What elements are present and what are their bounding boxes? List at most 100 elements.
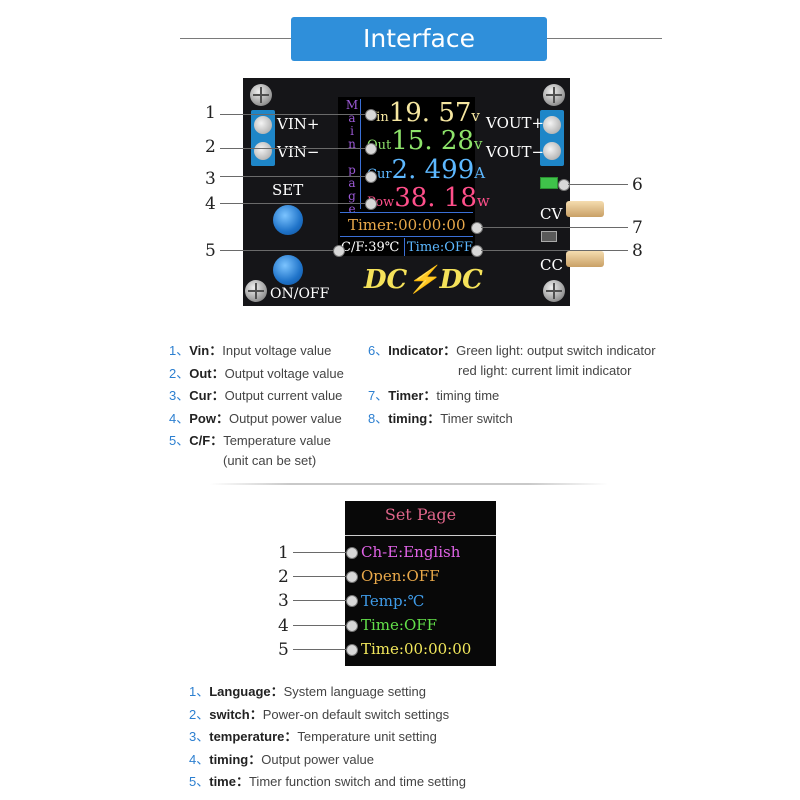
- set-label: SET: [272, 181, 304, 199]
- callout-number: 1: [278, 543, 289, 563]
- section-divider: [210, 483, 608, 485]
- callout-dot: [346, 595, 358, 607]
- desc-text: System language setting: [283, 684, 427, 699]
- callout-dot: [346, 547, 358, 559]
- desc-item: 1、Language：System language setting: [189, 681, 426, 700]
- lcd-vertical-divider: [404, 238, 405, 256]
- vout-plus-label: VOUT+: [486, 114, 545, 132]
- desc-num: 3、: [169, 388, 190, 403]
- cc-potentiometer[interactable]: [566, 251, 604, 267]
- header-rule-left: [180, 38, 292, 39]
- desc-text: red light: current limit indicator: [458, 363, 632, 378]
- desc-num: 1、: [169, 343, 190, 358]
- desc-num: 3、: [189, 729, 210, 744]
- desc-key: C/F：: [189, 433, 224, 448]
- temp-readout: C/F:39℃: [341, 240, 400, 255]
- out-value: 15. 28: [391, 126, 474, 156]
- callout-number: 6: [632, 175, 643, 195]
- callout-number: 5: [278, 640, 289, 660]
- green-led-indicator: [540, 177, 558, 189]
- output-terminal-block: [540, 110, 564, 166]
- vin-value: 19. 57: [388, 98, 472, 128]
- callout-number: 4: [205, 194, 216, 214]
- callout-line: [220, 250, 338, 251]
- vin-unit: v: [471, 107, 480, 125]
- cv-label: CV: [540, 205, 563, 223]
- desc-num: 7、: [368, 388, 389, 403]
- terminal-screw-icon: [254, 116, 272, 134]
- desc-text: Input voltage value: [222, 343, 332, 358]
- desc-key: Cur：: [189, 388, 225, 403]
- desc-num: 1、: [189, 684, 210, 699]
- callout-line: [293, 552, 347, 553]
- desc-key: Indicator：: [388, 343, 457, 358]
- desc-text: timing time: [436, 388, 500, 403]
- callout-number: 2: [205, 137, 216, 157]
- callout-number: 3: [278, 591, 289, 611]
- callout-dot: [471, 245, 483, 257]
- screw-icon: [543, 84, 565, 106]
- terminal-screw-icon: [543, 142, 561, 160]
- desc-num: 6、: [368, 343, 389, 358]
- vin-minus-label: VIN−: [277, 143, 320, 161]
- callout-line: [220, 114, 370, 115]
- desc-item: 5、C/F：Temperature value: [169, 430, 331, 449]
- vout-minus-label: VOUT−: [486, 143, 545, 161]
- desc-text: Output current value: [224, 388, 343, 403]
- pow-unit: w: [476, 192, 490, 210]
- callout-dot: [346, 644, 358, 656]
- callout-number: 8: [632, 241, 643, 261]
- set-row-time-switch: Time:OFF: [361, 616, 438, 634]
- cc-label: CC: [540, 256, 563, 274]
- callout-dot: [471, 222, 483, 234]
- desc-item: (unit can be set): [223, 453, 316, 468]
- desc-key: Pow：: [189, 411, 229, 426]
- callout-number: 4: [278, 616, 289, 636]
- terminal-screw-icon: [543, 116, 561, 134]
- cv-potentiometer[interactable]: [566, 201, 604, 217]
- callout-number: 1: [205, 103, 216, 123]
- desc-num: 2、: [169, 366, 190, 381]
- terminal-screw-icon: [254, 142, 272, 160]
- set-page-rule: [345, 535, 496, 536]
- header-rule-right: [547, 38, 662, 39]
- set-row-language: Ch-E:English: [361, 543, 461, 561]
- on-off-label: ON/OFF: [270, 286, 330, 302]
- set-button[interactable]: [273, 205, 303, 235]
- desc-key: switch：: [209, 707, 263, 722]
- callout-dot: [346, 571, 358, 583]
- set-page-lcd-screen: [345, 501, 496, 666]
- callout-line: [293, 625, 347, 626]
- desc-item: 5、time：Timer function switch and time se…: [189, 771, 466, 790]
- desc-key: temperature：: [209, 729, 298, 744]
- desc-key: timing：: [388, 411, 441, 426]
- desc-num: 2、: [189, 707, 210, 722]
- pow-value: 38. 18: [394, 183, 477, 213]
- desc-key: Timer：: [388, 388, 437, 403]
- brand-logo: DC⚡DC: [364, 265, 483, 295]
- cur-row: Cur2. 499A: [367, 155, 485, 185]
- callout-number: 7: [632, 218, 643, 238]
- red-led-indicator: [541, 231, 557, 242]
- desc-item: 4、Pow：Output power value: [169, 408, 342, 427]
- on-off-button[interactable]: [273, 255, 303, 285]
- callout-dot: [365, 143, 377, 155]
- set-row-temp: Temp:℃: [361, 592, 425, 610]
- set-row-open: Open:OFF: [361, 567, 440, 585]
- desc-text: Output voltage value: [224, 366, 344, 381]
- desc-item: 8、timing：Timer switch: [368, 408, 513, 427]
- desc-num: 8、: [368, 411, 389, 426]
- screw-icon: [250, 84, 272, 106]
- callout-line: [220, 203, 370, 204]
- vin-plus-label: VIN+: [277, 115, 320, 133]
- desc-item: 3、Cur：Output current value: [169, 385, 342, 404]
- desc-text: Temperature value: [223, 433, 331, 448]
- page-title: Interface description: [291, 17, 547, 97]
- desc-key: Language：: [209, 684, 284, 699]
- desc-key: Vin：: [189, 343, 223, 358]
- out-unit: v: [473, 135, 483, 153]
- out-row: Out15. 28v: [367, 126, 482, 156]
- desc-key: Out：: [189, 366, 225, 381]
- callout-line: [293, 649, 347, 650]
